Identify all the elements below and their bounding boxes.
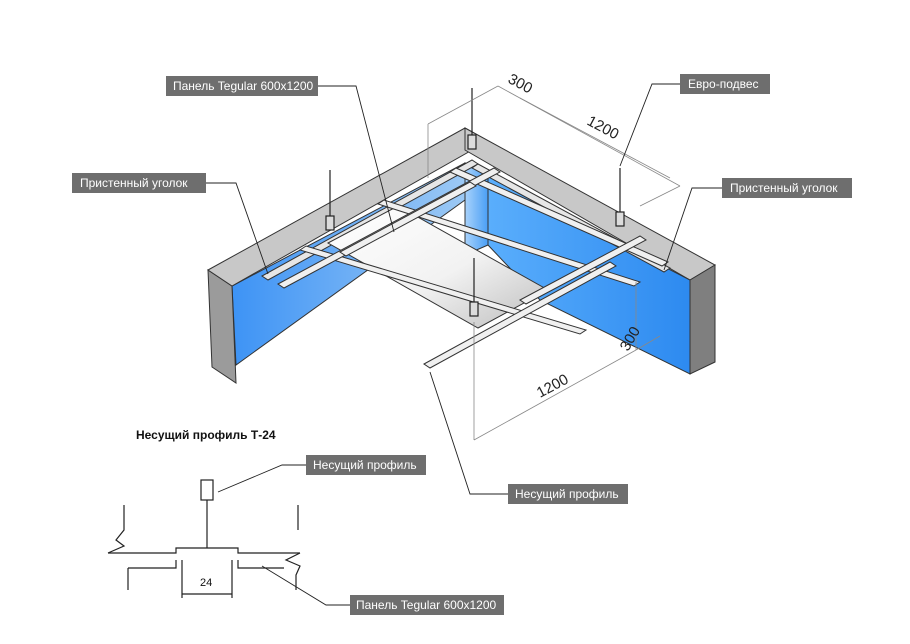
profile-bulb <box>200 479 214 501</box>
dim-top-short: 300 <box>505 71 535 98</box>
left-wall-end <box>207 269 237 384</box>
dim-bottom-long: 1200 <box>534 371 571 402</box>
dim-top-long: 1200 <box>584 113 621 144</box>
callout-wall-angle-left-text: Пристенный уголок <box>80 176 188 190</box>
grid-profiles <box>277 167 670 369</box>
callout-main-profile-right-text: Несущий профиль <box>515 487 619 501</box>
callout-panel-top: Панель Tegular 600x1200 <box>166 76 318 96</box>
callout-wall-angle-left: Пристенный уголок <box>72 173 206 193</box>
callout-panel-detail: Панель Tegular 600x1200 <box>350 595 504 615</box>
callout-main-profile-detail: Несущий профиль <box>306 455 426 475</box>
dimension-lines <box>427 85 681 441</box>
callout-euro-hanger: Евро-подвес <box>680 74 770 94</box>
callout-panel-top-text: Панель Tegular 600x1200 <box>173 79 314 93</box>
callout-wall-angle-right-text: Пристенный уголок <box>730 181 838 195</box>
callout-main-profile-right: Несущий профиль <box>508 484 628 504</box>
profile-section-detail <box>107 479 301 598</box>
hangers <box>325 88 625 317</box>
dim-profile-width: 24 <box>200 577 212 589</box>
section-title: Несущий профиль Т-24 <box>136 428 276 442</box>
callout-wall-angle-right: Пристенный уголок <box>722 178 852 198</box>
callout-panel-detail-text: Панель Tegular 600x1200 <box>356 598 497 612</box>
callout-main-profile-detail-text: Несущий профиль <box>313 458 417 472</box>
callout-euro-hanger-text: Евро-подвес <box>688 77 759 91</box>
leader-lines <box>206 83 722 606</box>
right-wall-end <box>689 264 716 375</box>
